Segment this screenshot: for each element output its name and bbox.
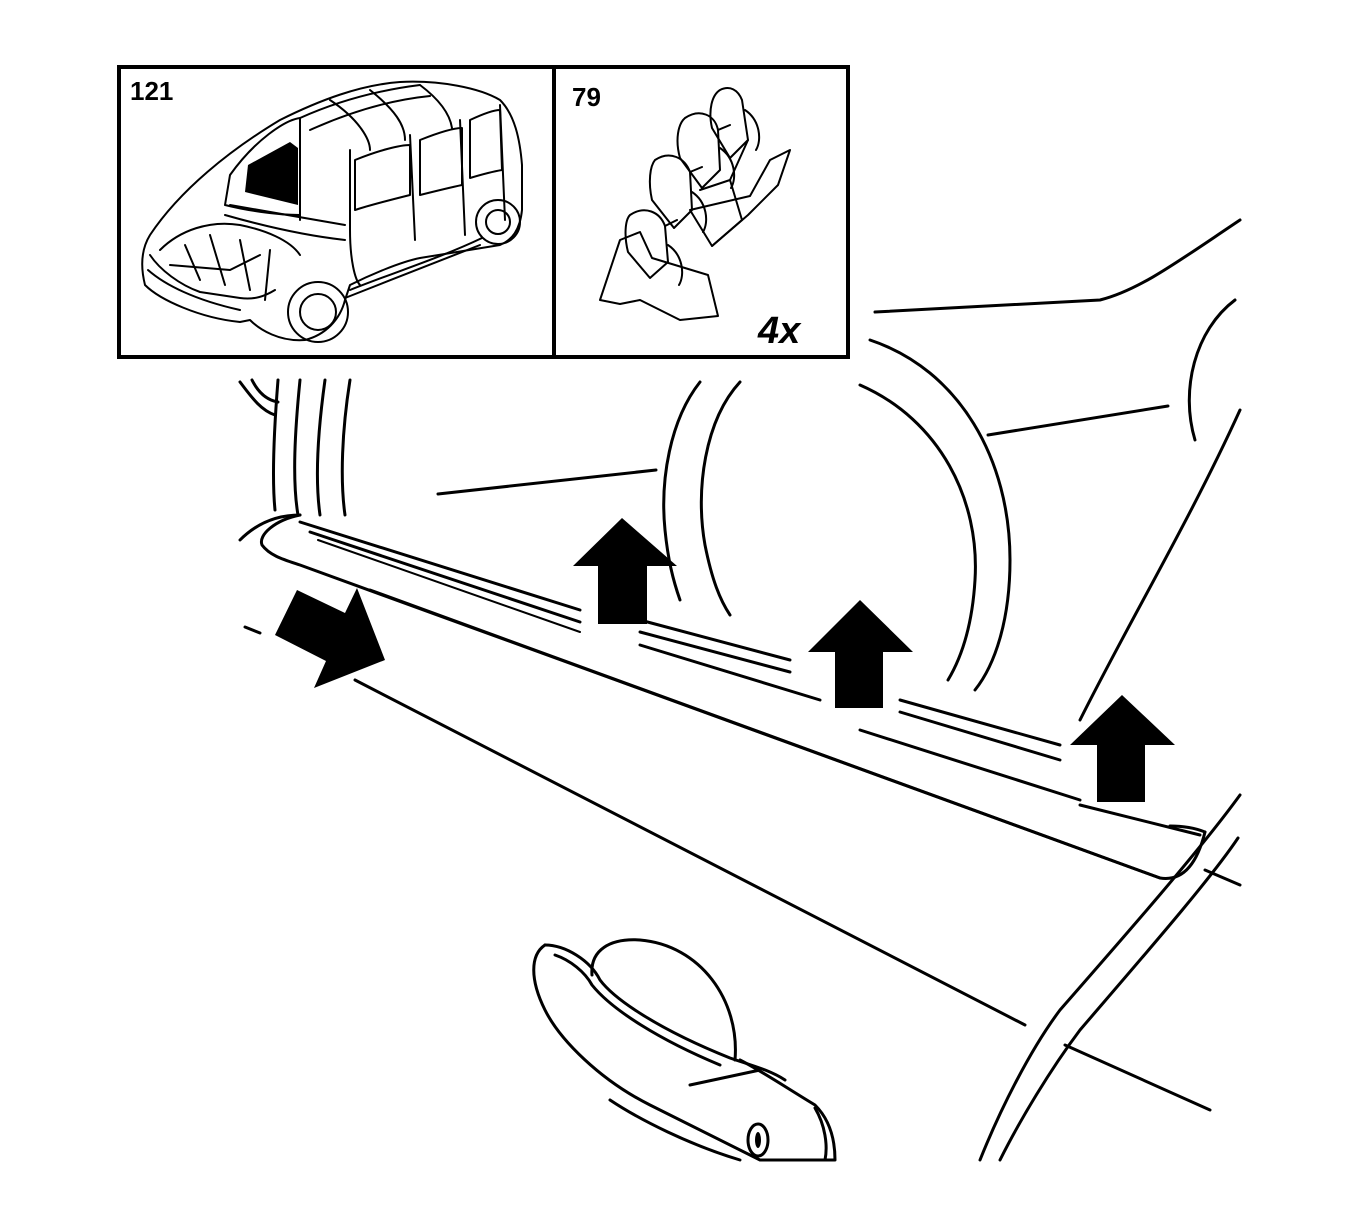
sill-edge-5 — [638, 630, 792, 674]
headlamp-edge — [1187, 298, 1237, 442]
sill-edge-3 — [317, 539, 581, 633]
door-handle-inner — [553, 953, 722, 1067]
sill-edge-2 — [308, 530, 582, 624]
car-front-window — [354, 144, 411, 211]
clip-loop-2 — [676, 112, 721, 189]
inset-panels: 121 — [117, 65, 850, 359]
door-gap-inner — [998, 836, 1240, 1162]
car-sill — [344, 237, 483, 299]
sill-edge-6 — [638, 643, 822, 702]
front-door-edge — [1078, 408, 1242, 722]
lift-arrow-icon — [1070, 695, 1175, 802]
rocker-lower-line — [353, 678, 1027, 1027]
vehicle-location-inset: 121 — [130, 76, 523, 343]
door-handle — [532, 938, 837, 1162]
pillar-line-c — [316, 378, 327, 517]
lift-arrow-icon — [573, 518, 677, 624]
car-icon — [141, 80, 523, 343]
door-handle-recess — [590, 938, 737, 1062]
car-pillars — [299, 104, 506, 286]
car-roof-frame — [299, 84, 453, 151]
lock-cylinder — [746, 1122, 770, 1158]
pillar-line-b — [293, 378, 302, 517]
pillar-curve-b — [250, 378, 280, 404]
pillar-curve-a — [238, 380, 277, 417]
car-rear-window — [419, 127, 463, 196]
sill-moulding — [243, 513, 1242, 1162]
wheel-arch-inner — [858, 383, 977, 682]
clip-loop-3 — [648, 154, 693, 229]
clip-base-lower — [599, 231, 719, 321]
clip-spine — [699, 139, 749, 247]
car-rear-wheel-hub — [485, 209, 511, 235]
sill-edge-9 — [858, 728, 1082, 802]
car-body-outline — [141, 80, 523, 342]
clip-icon — [599, 87, 791, 321]
pillar-line-a — [272, 378, 280, 512]
car-interior-shade — [245, 142, 298, 205]
door-gap-outer — [978, 793, 1242, 1162]
wheel-arch-left-outer — [662, 380, 702, 602]
lift-arrows — [573, 518, 1175, 802]
sill-edge-10 — [1078, 803, 1202, 837]
vehicle-inset-number: 121 — [130, 76, 173, 106]
car-cowl — [224, 204, 346, 241]
sill-edge-4 — [638, 618, 792, 662]
clip-loop-1 — [709, 87, 749, 159]
car-rear-wheel — [475, 199, 521, 245]
sill-edge-1 — [298, 520, 582, 612]
sill-moulding-outline — [259, 513, 1207, 880]
clip-loop-details — [664, 109, 761, 286]
lock-keyhole — [755, 1132, 761, 1148]
sill-bottom-line — [368, 588, 1162, 880]
lift-arrow-icon — [808, 600, 913, 708]
clip-quantity-label: 4x — [757, 310, 802, 352]
door-handle-top — [543, 943, 787, 1082]
pillar-line-d — [340, 378, 352, 517]
fender-crease — [986, 404, 1170, 437]
rocker-stub — [243, 625, 262, 635]
car-front-wheel — [287, 281, 349, 343]
clip-loop-4 — [624, 209, 669, 279]
sill-edge-8 — [898, 710, 1062, 762]
door-handle-outer — [532, 943, 837, 1162]
car-engine-bay — [159, 222, 301, 301]
car-front-wheel-hub — [299, 293, 337, 331]
fender-top-line — [873, 218, 1242, 314]
clip-inset-number: 79 — [572, 82, 601, 112]
rocker-lower-line-end — [1063, 1043, 1212, 1112]
push-arrow-shape — [275, 588, 385, 688]
wheel-arch-left-inner — [699, 380, 742, 617]
door-handle-seam — [688, 1068, 762, 1087]
car-quarter-window — [469, 109, 503, 179]
clip-inset: 79 4x — [572, 82, 802, 352]
sill-moulding-end — [1168, 824, 1207, 834]
door-line — [436, 468, 658, 496]
inset-frame — [117, 65, 850, 359]
door-handle-end — [813, 1106, 828, 1162]
sill-edge-7 — [898, 698, 1062, 747]
vehicle-side-panel — [238, 218, 1242, 722]
wheel-arch-outer — [868, 338, 1012, 692]
car-front-bumper — [147, 254, 276, 311]
door-handle-base — [608, 1098, 742, 1162]
push-arrow-icon — [275, 588, 385, 688]
